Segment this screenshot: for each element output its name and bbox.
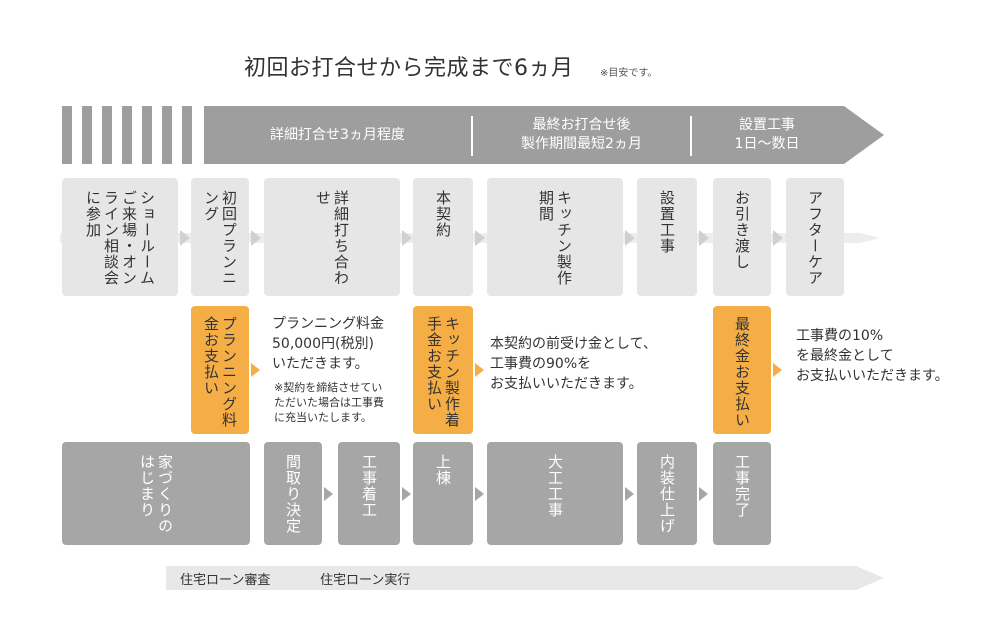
note-deposit-line: 本契約の前受け金として、: [490, 336, 657, 352]
arrow-right-icon: [180, 230, 190, 246]
page-title: 初回お打合せから完成まで6ヵ月: [244, 56, 574, 81]
banner-phase-install-line1: 設置工事: [739, 117, 795, 133]
step-showroom: ショールームご来場・オンライン相談会に参加: [62, 178, 178, 296]
step-showroom-label: ショールームご来場・オンライン相談会に参加: [84, 190, 156, 286]
banner-divider: [471, 116, 473, 156]
note-small-line: ※契約を締結させてい: [274, 381, 383, 394]
note-planning-fee-small: ※契約を締結させてい ただいた場合は工事費 に充当いたします。: [274, 380, 384, 425]
arrow-right-icon: [625, 230, 635, 246]
house-step-carpentry-label: 大工工事: [546, 454, 564, 518]
step-handover: お引き渡し: [713, 178, 771, 296]
arrow-right-icon: [251, 363, 260, 377]
note-small-line: ただいた場合は工事費: [274, 396, 384, 409]
payment-final: 最終金お支払い: [713, 306, 771, 434]
note-planning-fee-line: 50,000円(税別): [272, 336, 374, 352]
banner-divider: [690, 116, 692, 156]
payment-final-label: 最終金お支払い: [733, 316, 751, 428]
loan-review-label: 住宅ローン審査: [180, 573, 271, 588]
note-final: 工事費の10% を最終金として お支払いいただきます。: [796, 326, 949, 386]
note-deposit-line: 工事費の90%を: [490, 356, 592, 372]
loan-execution-label: 住宅ローン実行: [320, 573, 411, 588]
arrow-right-icon: [402, 487, 411, 501]
note-planning-fee: プランニング料金 50,000円(税別) いただきます。: [272, 314, 384, 374]
note-planning-fee-line: いただきます。: [272, 356, 369, 372]
note-planning-fee-line: プランニング料金: [272, 316, 384, 332]
house-step-interior: 内装仕上げ: [637, 442, 697, 545]
house-step-completion: 工事完了: [713, 442, 771, 545]
step-contract: 本契約: [413, 178, 473, 296]
house-step-interior-label: 内装仕上げ: [658, 454, 676, 534]
banner-phase-production-line2: 製作期間最短2ヵ月: [521, 136, 642, 152]
banner-stripe: [102, 106, 112, 164]
step-first-planning-label: 初回プランニング: [202, 190, 238, 286]
note-final-line: お支払いいただきます。: [796, 368, 949, 384]
arrow-right-icon: [251, 230, 261, 246]
timeline-banner: [204, 106, 884, 164]
arrow-right-icon: [773, 230, 783, 246]
note-deposit: 本契約の前受け金として、 工事費の90%を お支払いいただきます。: [490, 334, 657, 394]
step-installation: 設置工事: [637, 178, 697, 296]
banner-phase-production: 最終お打合せ後 製作期間最短2ヵ月: [473, 116, 690, 154]
arrow-right-icon: [475, 487, 484, 501]
payment-deposit: キッチン製作着手金お支払い: [413, 306, 473, 434]
house-step-start: 家づくりのはじまり: [62, 442, 250, 545]
banner-phase-install-line2: 1日〜数日: [734, 136, 800, 152]
arrow-right-icon: [699, 487, 708, 501]
banner-stripe: [182, 106, 192, 164]
arrow-right-icon: [773, 363, 782, 377]
house-step-carpentry: 大工工事: [487, 442, 623, 545]
note-deposit-line: お支払いいただきます。: [490, 376, 643, 392]
step-aftercare: アフターケア: [786, 178, 844, 296]
banner-phase-production-line1: 最終お打合せ後: [532, 117, 631, 133]
step-first-planning: 初回プランニング: [191, 178, 249, 296]
title-note: ※目安です。: [600, 68, 658, 79]
house-step-framing: 上棟: [413, 442, 473, 545]
note-final-line: を最終金として: [796, 348, 894, 364]
house-step-completion-label: 工事完了: [733, 454, 751, 518]
step-installation-label: 設置工事: [658, 190, 676, 254]
note-small-line: に充当いたします。: [274, 411, 372, 424]
step-detail-meeting: 詳細打ち合わせ: [264, 178, 400, 296]
banner-stripe: [142, 106, 152, 164]
house-step-start-label: 家づくりのはじまり: [138, 454, 174, 534]
payment-planning-fee-label: プランニング料金お支払い: [202, 316, 238, 428]
payment-deposit-label: キッチン製作着手金お支払い: [425, 316, 461, 428]
house-step-groundbreaking: 工事着工: [338, 442, 400, 545]
step-kitchen-production-label: キッチン製作期間: [537, 190, 573, 286]
arrow-right-icon: [475, 230, 485, 246]
house-step-floorplan-label: 間取り決定: [284, 454, 302, 534]
note-final-line: 工事費の10%: [796, 328, 884, 344]
banner-stripe: [122, 106, 132, 164]
house-step-floorplan: 間取り決定: [264, 442, 322, 545]
banner-phase-detail: 詳細打合せ3ヵ月程度: [270, 127, 405, 143]
step-aftercare-label: アフターケア: [806, 190, 824, 286]
step-contract-label: 本契約: [434, 190, 452, 238]
house-step-framing-label: 上棟: [434, 454, 452, 486]
banner-stripe: [82, 106, 92, 164]
house-step-groundbreaking-label: 工事着工: [360, 454, 378, 518]
banner-stripe: [62, 106, 72, 164]
arrow-right-icon: [475, 363, 484, 377]
step-kitchen-production: キッチン製作期間: [487, 178, 623, 296]
banner-phase-install: 設置工事 1日〜数日: [692, 116, 842, 154]
payment-planning-fee: プランニング料金お支払い: [191, 306, 249, 434]
step-detail-meeting-label: 詳細打ち合わせ: [314, 190, 350, 286]
arrow-right-icon: [699, 230, 709, 246]
step-handover-label: お引き渡し: [733, 190, 751, 270]
arrow-right-icon: [402, 230, 412, 246]
arrow-right-icon: [324, 487, 333, 501]
arrow-right-icon: [625, 487, 634, 501]
banner-stripe: [162, 106, 172, 164]
loan-arrow: [166, 566, 884, 590]
